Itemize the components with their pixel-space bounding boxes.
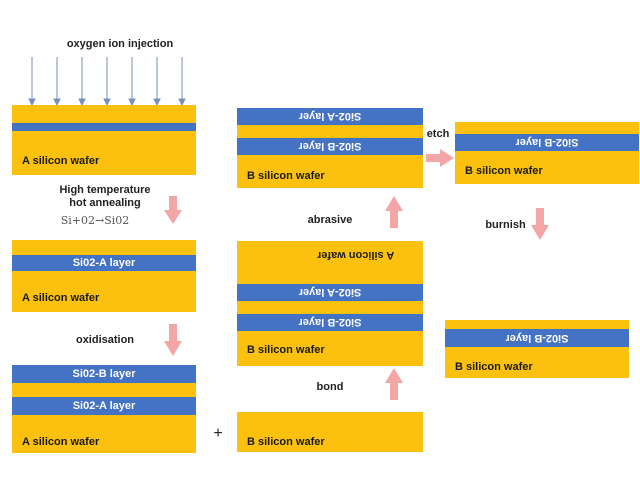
injection-arrows (28, 57, 186, 107)
sio2-b-layer (445, 329, 629, 347)
sio2-a-flipped-label: Si02-A layer (298, 110, 362, 122)
wafer-stack-etched: Si02-B layer B silicon wafer (455, 122, 639, 184)
b-silicon-wafer-label: B silicon wafer (455, 361, 533, 373)
sio2-b-label: Si02-B layer (72, 368, 136, 380)
b-silicon-wafer-label: B silicon wafer (465, 165, 543, 177)
sio2-a-label: Si02-A layer (72, 257, 136, 269)
high-temperature-label: High temperature (59, 184, 151, 196)
wafer-stack-3: Si02-B layer Si02-A layer A silicon wafe… (12, 365, 196, 453)
sio2-b-layer (237, 138, 423, 155)
silicon-top-layer (12, 105, 196, 123)
silicon-bottom-layer (12, 131, 196, 175)
sio2-b-flipped-label: Si02-B layer (298, 316, 362, 328)
bond-label: bond (316, 381, 344, 393)
a-silicon-wafer-flipped-label: A silicon wafer (317, 249, 395, 261)
wafer-stack-2: Si02-A layer A silicon wafer (12, 240, 196, 312)
arrow-down-icon (164, 324, 182, 356)
sio2-a-label: Si02-A layer (72, 400, 136, 412)
silicon-middle-layer (237, 301, 423, 314)
etch-label: etch (426, 128, 450, 140)
sio2-a-flipped-label: Si02-A layer (298, 286, 362, 298)
b-silicon-wafer-label: B silicon wafer (247, 344, 325, 356)
b-silicon-wafer-label: B silicon wafer (247, 436, 325, 448)
sio2-a-layer (237, 108, 423, 125)
wafer-stack-abraded: Si02-A layer Si02-B layer B silicon wafe… (237, 108, 423, 188)
plus-sign: + (213, 425, 223, 442)
oxidisation-label: oxidisation (75, 334, 135, 346)
burnish-label: burnish (485, 219, 526, 231)
a-silicon-layer-flipped (237, 241, 423, 284)
silicon-bottom-layer (12, 271, 196, 312)
b-silicon-layer (237, 331, 423, 366)
abrasive-label: abrasive (307, 214, 353, 226)
implanted-oxygen-layer (12, 123, 196, 131)
sio2-a-layer (12, 397, 196, 415)
oxygen-ion-injection-label: oxygen ion injection (66, 38, 174, 50)
arrow-up-icon (385, 368, 403, 400)
wafer-stack-final: Si02-B layer B silicon wafer (445, 320, 629, 378)
sio2-b-layer (237, 314, 423, 331)
sio2-b-flipped-label: Si02-B layer (515, 136, 579, 148)
b-silicon-layer (445, 347, 629, 378)
wafer-stack-bonded: A silicon wafer Si02-A layer Si02-B laye… (237, 241, 423, 366)
arrow-down-icon (531, 208, 549, 240)
wafer-stack-b: B silicon wafer (237, 412, 423, 452)
silicon-top-layer (12, 240, 196, 255)
silicon-middle-layer (237, 125, 423, 138)
sio2-b-flipped-label: Si02-B layer (505, 332, 569, 344)
sio2-a-layer (12, 255, 196, 271)
silicon-top-layer (455, 122, 639, 134)
b-silicon-layer (237, 155, 423, 188)
hot-annealing-label: hot annealing (69, 197, 141, 209)
arrow-right-icon (426, 149, 454, 167)
silicon-middle-layer (12, 383, 196, 397)
reaction-formula: Si+02→Si02 (60, 214, 130, 227)
sio2-b-layer (12, 365, 196, 383)
arrow-down-icon (164, 196, 182, 224)
b-silicon-wafer-label: B silicon wafer (247, 170, 325, 182)
silicon-top-layer (445, 320, 629, 329)
a-silicon-wafer-label: A silicon wafer (22, 436, 100, 448)
sio2-b-layer (455, 134, 639, 151)
a-silicon-wafer-label: A silicon wafer (22, 292, 100, 304)
sio2-a-layer (237, 284, 423, 301)
sio2-b-flipped-label: Si02-B layer (298, 140, 362, 152)
arrow-up-icon (385, 196, 403, 228)
a-silicon-wafer-label: A silicon wafer (22, 155, 100, 167)
wafer-stack-1: A silicon wafer (12, 105, 196, 175)
b-silicon-layer (455, 151, 639, 184)
silicon-bottom-layer (12, 415, 196, 453)
b-silicon-layer (237, 412, 423, 452)
